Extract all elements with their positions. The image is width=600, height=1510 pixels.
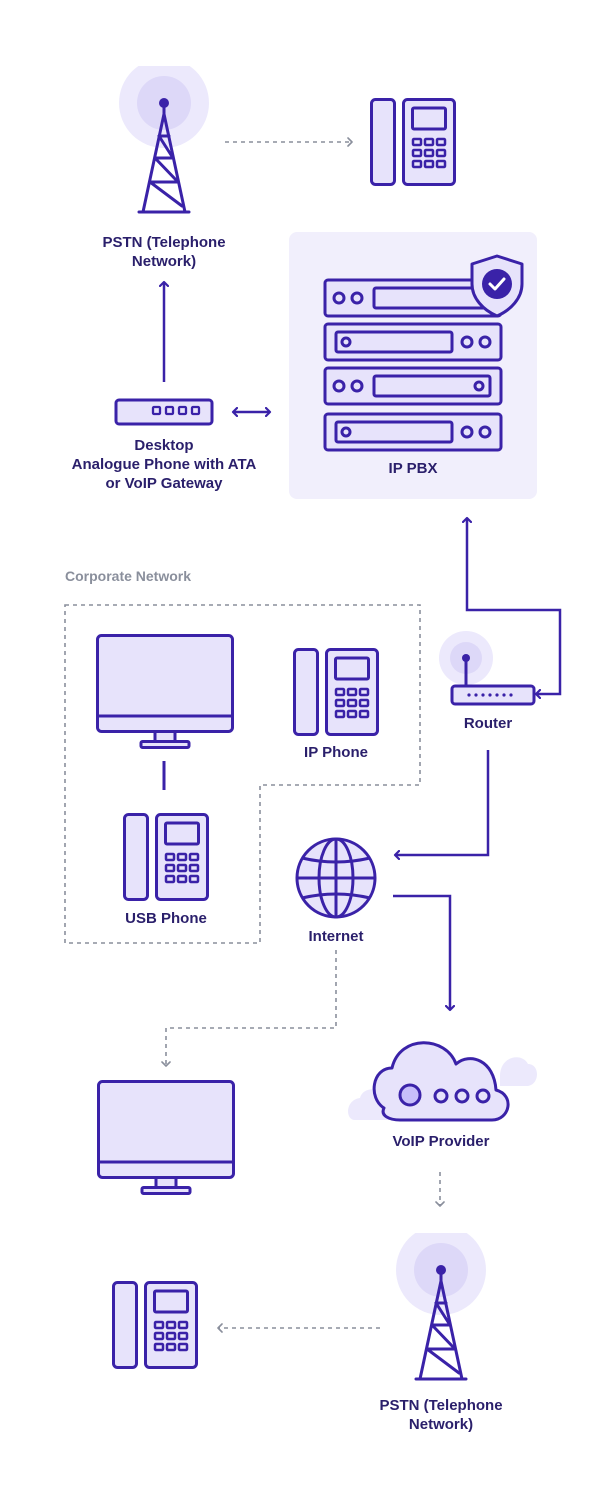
pstn-top-label: PSTN (Telephone Network) [64,233,264,271]
pstn-top-line2: Network) [131,253,197,270]
desk-phone-icon [370,98,456,186]
gateway-device-icon [114,398,214,426]
ip-phone-label: IP Phone [304,744,368,761]
arrow-router-to-internet [395,750,490,855]
shield-check-icon [470,254,524,318]
internet-label: Internet [308,928,364,945]
cloud-icon [348,1041,537,1122]
pstn-bottom-label: PSTN (Telephone Network) [341,1396,541,1434]
dashed-arrow-internet-to-monitor [161,950,337,1067]
pstn-bottom-line1: PSTN (Telephone [379,1397,503,1414]
desk-phone-icon [112,1281,198,1369]
desktop-label: Desktop Analogue Phone with ATA or VoIP … [44,436,284,493]
pstn-top-line1: PSTN (Telephone [102,234,226,251]
ip-pbx-label: IP PBX [388,460,438,477]
usb-phone-label: USB Phone [125,910,207,927]
monitor-icon [97,1080,235,1195]
monitor-icon [96,634,234,749]
voip-provider-label: VoIP Provider [392,1133,490,1150]
router-label: Router [463,715,513,732]
tower-icon [119,66,209,214]
desktop-line1: Desktop [134,437,194,454]
corporate-network-boundary [64,604,421,944]
arrow-internet-to-voip [393,894,450,1010]
router-icon [439,631,536,706]
corporate-network-label: Corporate Network [65,568,192,584]
server-rack-icon [323,278,503,452]
arrow-router-to-pbx [467,518,562,694]
tower-icon [396,1233,486,1381]
globe-icon [295,837,377,919]
usb-phone-icon [123,813,209,901]
ip-phone-icon [293,648,379,736]
pstn-bottom-line2: Network) [408,1416,474,1433]
desktop-line3: or VoIP Gateway [105,475,223,492]
desktop-line2: Analogue Phone with ATA [71,456,257,473]
